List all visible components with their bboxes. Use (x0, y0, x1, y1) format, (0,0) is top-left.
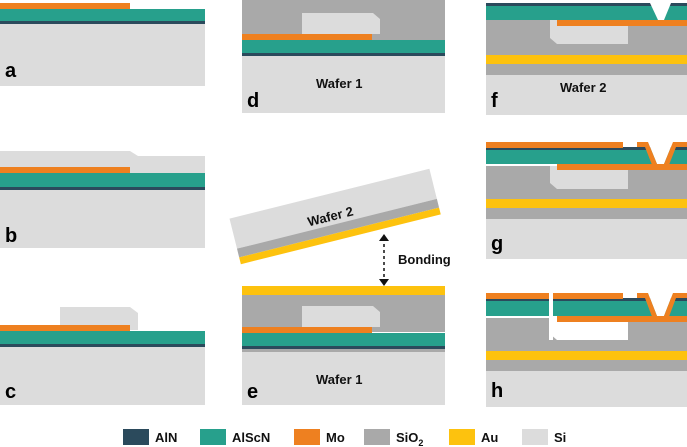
tilted-wafer-2 (229, 168, 441, 265)
sio2-handle-layer (486, 360, 687, 371)
au-layer (486, 55, 687, 64)
via-metal-fill (637, 142, 687, 170)
panel-f: Wafer 2 f (486, 3, 687, 115)
si-substrate (0, 190, 205, 248)
legend-label-mo: Mo (326, 430, 345, 445)
legend-item-mo: Mo (294, 429, 345, 445)
legend-item-aln: AlN (123, 429, 177, 445)
panel-label-b: b (5, 225, 17, 247)
alscn-layer (0, 9, 205, 21)
sio2-thin-layer (242, 349, 445, 352)
via-opening (648, 293, 673, 316)
mo-electrode (0, 3, 130, 9)
si-substrate (0, 24, 205, 86)
via-metal-fill (637, 293, 687, 322)
sacrificial-sio2-block (302, 306, 380, 327)
legend-swatch-mo (294, 429, 320, 445)
release-hole (549, 293, 553, 340)
wafer-2-label: Wafer 2 (560, 80, 606, 95)
aln-layer (0, 344, 205, 347)
legend-label-sio2: SiO2 (396, 430, 423, 447)
legend-item-au: Au (449, 429, 498, 445)
sio2-layer (236, 198, 440, 258)
legend-label-sio2-sub: 2 (418, 438, 423, 447)
via-opening (648, 142, 673, 164)
mo-electrode (0, 167, 130, 173)
si-substrate (229, 168, 437, 249)
mo-electrode (557, 20, 687, 26)
panel-label-h: h (491, 380, 503, 402)
legend-swatch-aln (123, 429, 149, 445)
sio2-handle-layer (486, 208, 687, 219)
si-substrate (486, 75, 687, 115)
si-substrate (486, 219, 687, 259)
au-layer (486, 351, 687, 360)
aln-layer (0, 187, 205, 190)
panel-label-f: f (491, 90, 498, 112)
alscn-layer (0, 331, 205, 344)
panel-label-e: e (247, 381, 258, 403)
au-layer (486, 199, 687, 208)
panel-d: Wafer 1 d (242, 0, 445, 113)
sacrificial-sio2-block (302, 13, 380, 34)
mo-electrode-bottom (557, 316, 687, 322)
legend-swatch-au (449, 429, 475, 445)
aln-layer (242, 53, 445, 56)
wafer-1-label: Wafer 1 (316, 372, 362, 387)
legend-item-sio2: SiO2 (364, 429, 423, 447)
wafer-1-label: Wafer 1 (316, 76, 362, 91)
mo-electrode-bottom (557, 164, 687, 170)
si-substrate (242, 56, 445, 113)
via-opening (650, 3, 671, 20)
panel-label-c: c (5, 381, 16, 403)
au-layer (242, 286, 445, 295)
mo-electrode (242, 34, 372, 40)
mo-electrode-top (486, 142, 623, 148)
si-substrate (0, 347, 205, 405)
panel-h: h (486, 293, 687, 407)
si-substrate (486, 371, 687, 407)
alscn-layer (0, 173, 205, 187)
sacrificial-sio2-block (550, 166, 628, 189)
panel-a: a (0, 3, 205, 86)
mo-electrode (242, 327, 372, 333)
alscn-layer (242, 40, 445, 53)
panel-c: c (0, 307, 205, 405)
sio2-handle-layer (486, 64, 687, 75)
aln-layer (486, 147, 687, 150)
sacrificial-sio2-block (60, 307, 138, 330)
panel-label-g: g (491, 233, 503, 255)
panel-label-a: a (5, 60, 17, 82)
legend-label-si: Si (554, 430, 566, 445)
panel-e: Wafer 1 e (242, 286, 445, 405)
legend-swatch-alscn (200, 429, 226, 445)
legend-item-alscn: AlScN (200, 429, 270, 445)
legend-label-au: Au (481, 430, 498, 445)
panel-label-d: d (247, 90, 259, 112)
legend-swatch-sio2 (364, 429, 390, 445)
mo-electrode-top (486, 293, 623, 299)
legend-item-si: Si (522, 429, 566, 445)
si-substrate (242, 352, 445, 405)
legend-label-alscn: AlScN (232, 430, 270, 445)
legend: AlN AlScN Mo SiO2 Au Si (123, 429, 566, 447)
alscn-layer (242, 333, 445, 346)
aln-layer (486, 3, 687, 6)
panel-b: b (0, 151, 205, 248)
alscn-layer (486, 301, 687, 316)
panel-g: g (486, 142, 687, 259)
aln-layer (242, 346, 445, 349)
alscn-layer (486, 150, 687, 164)
mo-electrode (0, 325, 130, 331)
aln-layer (0, 21, 205, 24)
legend-label-aln: AlN (155, 430, 177, 445)
legend-label-sio2-main: SiO (396, 430, 418, 445)
aln-layer (486, 298, 687, 301)
legend-swatch-si (522, 429, 548, 445)
au-layer (239, 207, 441, 265)
bonding-arrow (379, 234, 389, 286)
alscn-layer (486, 6, 687, 20)
bonding-label: Bonding (398, 252, 451, 267)
